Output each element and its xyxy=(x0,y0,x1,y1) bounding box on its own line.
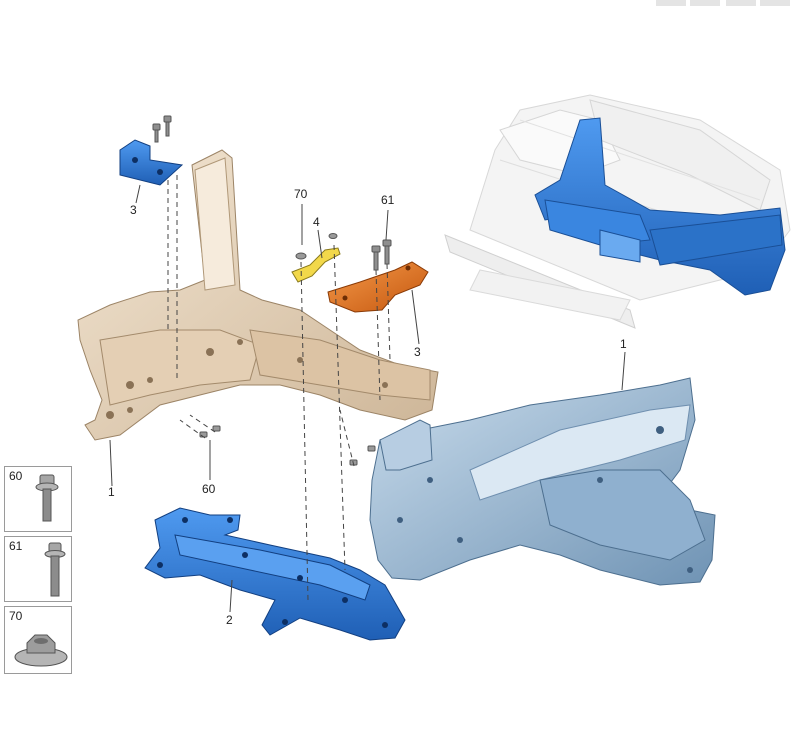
left-frame-rail xyxy=(77,149,439,441)
yellow-strip xyxy=(291,247,341,283)
flange-nut-part xyxy=(295,233,338,260)
flange-nut-icon xyxy=(14,634,68,667)
crossmember xyxy=(144,507,406,641)
callout-strip: 4 xyxy=(313,215,320,229)
callout-bracket-right: 3 xyxy=(414,345,421,359)
orange-bracket-bolts xyxy=(371,239,392,271)
leader-lines xyxy=(109,184,626,613)
legend-number: 70 xyxy=(9,609,23,623)
legend-number: 60 xyxy=(9,469,23,483)
flange-bolt-short-icon xyxy=(35,474,59,522)
legend-item-61: 61 xyxy=(4,536,72,602)
header-marks xyxy=(656,0,790,6)
right-mounting-bracket xyxy=(327,261,429,313)
callout-bolts-top: 61 xyxy=(381,193,395,207)
vehicle-overview-highlight xyxy=(534,117,786,296)
callout-rail-left: 1 xyxy=(108,485,115,499)
callout-crossmember: 2 xyxy=(226,613,233,627)
legend-item-70: 70 xyxy=(4,606,72,674)
callout-bracket-left: 3 xyxy=(130,203,137,217)
right-frame-rail xyxy=(369,377,716,586)
callout-bolts-bottom: 60 xyxy=(202,482,216,496)
callout-rail-right: 1 xyxy=(620,337,627,351)
flange-bolt-long-icon xyxy=(44,542,66,597)
callout-nut: 70 xyxy=(294,187,308,201)
legend-item-60: 60 xyxy=(4,466,72,532)
left-bracket-bolts xyxy=(152,115,172,143)
assembly-lines xyxy=(167,175,391,601)
left-mounting-bracket xyxy=(119,139,184,186)
legend-number: 61 xyxy=(9,539,23,553)
